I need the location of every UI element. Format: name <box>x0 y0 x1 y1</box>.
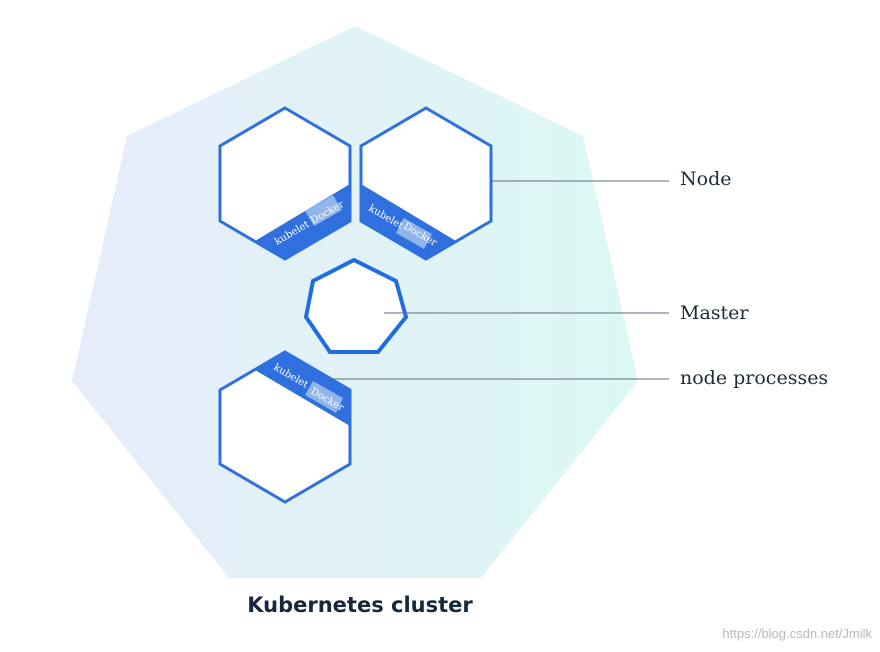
node-process-band <box>255 352 350 426</box>
cluster-title: Kubernetes cluster <box>247 593 473 617</box>
docker-tag <box>305 381 343 413</box>
docker-tag <box>305 195 342 226</box>
node-processes-label: node processes <box>680 367 828 389</box>
node-hexagon-bottom: kubelet Docker <box>218 350 352 504</box>
watermark: https://blog.csdn.net/Jmilk <box>722 626 872 641</box>
node-label: Node <box>680 168 731 190</box>
master-label: Master <box>680 302 749 324</box>
node-hexagon-top-left: kubelet Docker <box>218 106 352 261</box>
docker-tag <box>396 218 432 249</box>
master-heptagon <box>303 257 409 354</box>
node-hexagon-top-right: kubelet Docker <box>359 106 493 261</box>
